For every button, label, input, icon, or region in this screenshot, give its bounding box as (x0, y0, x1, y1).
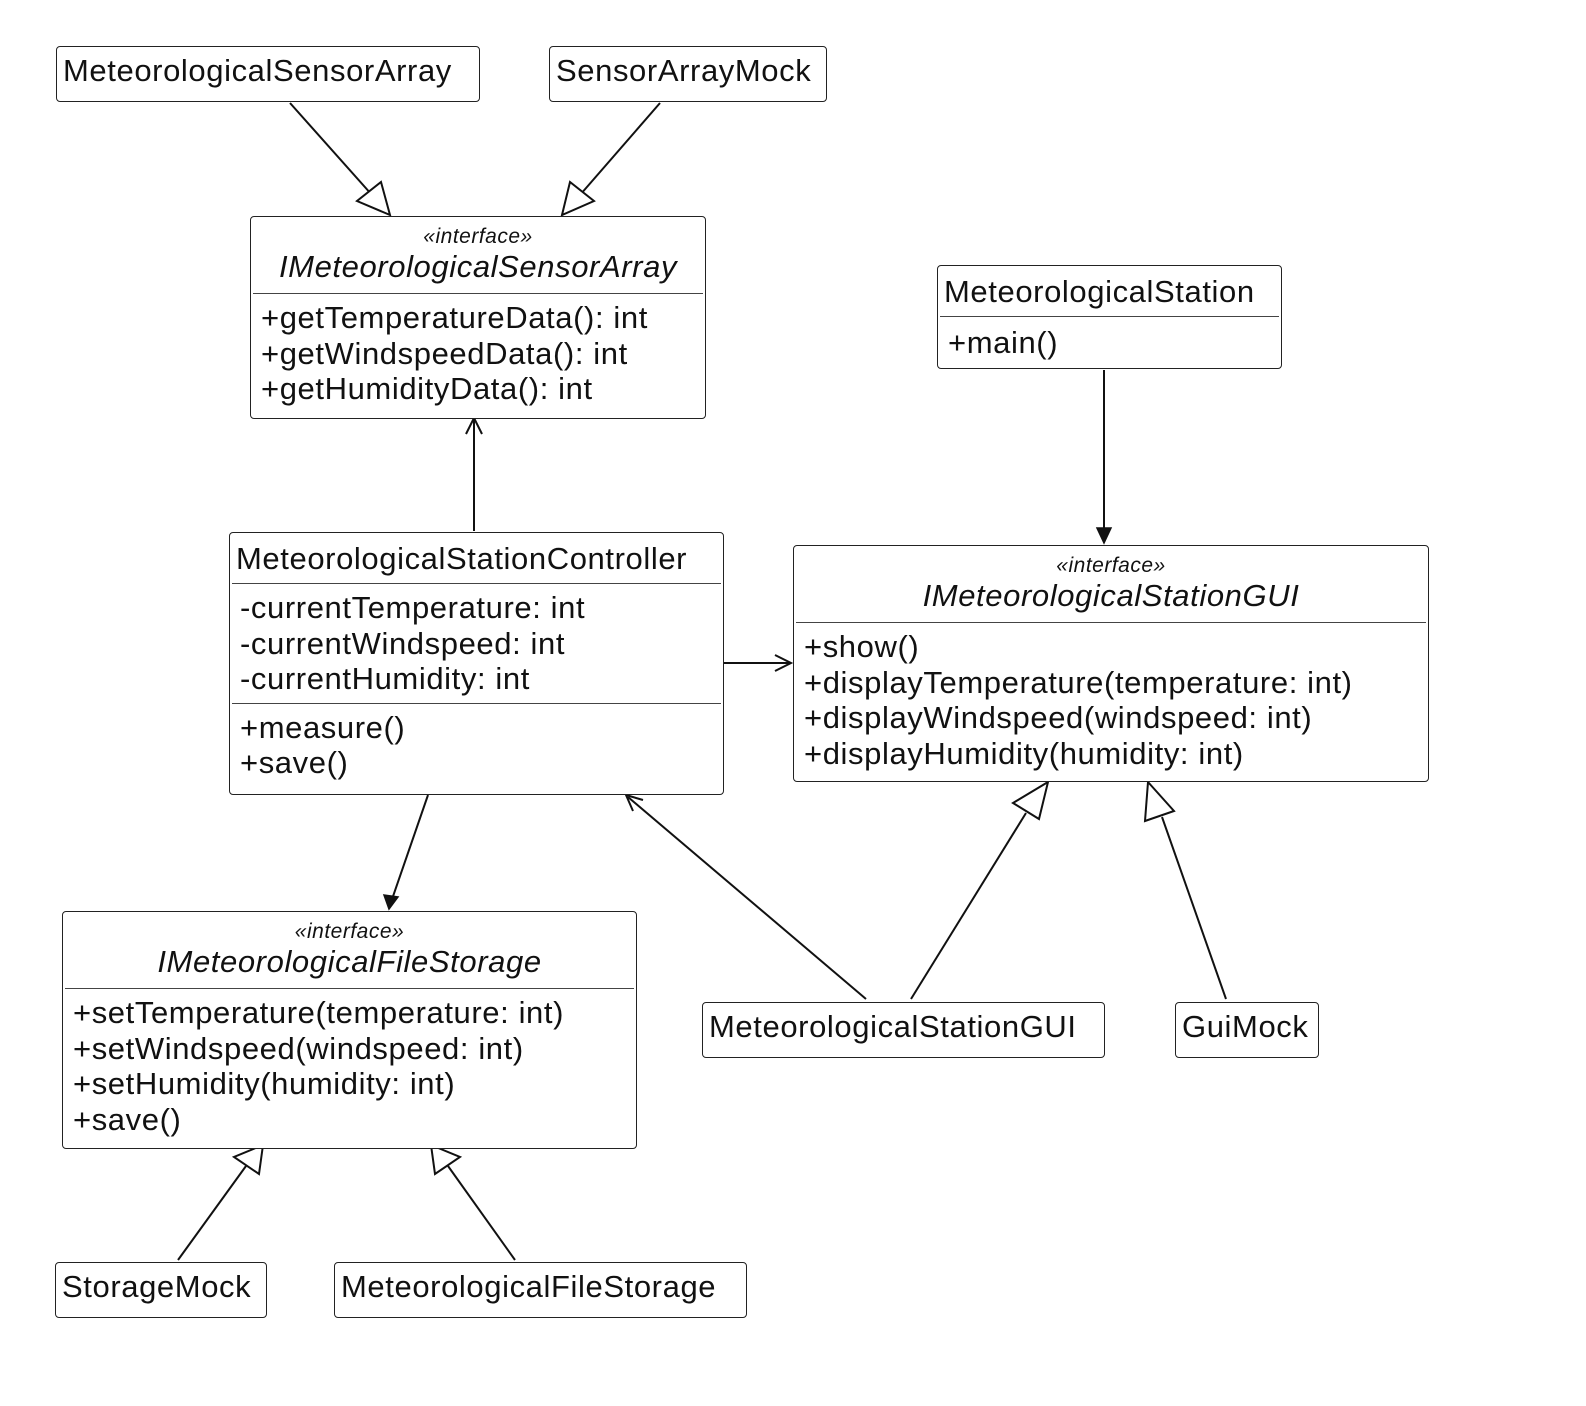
class-meteorological-sensor-array[interactable]: MeteorologicalSensorArray (56, 46, 480, 102)
method: +setWindspeed(windspeed: int) (73, 1030, 524, 1066)
method-list: +show() +displayTemperature(temperature:… (794, 623, 1428, 779)
class-name: MeteorologicalSensorArray (63, 53, 452, 88)
field: -currentHumidity: int (240, 661, 530, 696)
method-list: +getTemperatureData(): int +getWindspeed… (251, 294, 705, 415)
method: +show() (804, 629, 920, 664)
section-divider (796, 622, 1426, 623)
interface-name: IMeteorologicalFileStorage (157, 944, 542, 979)
realization-stationgui-edge (910, 779, 1050, 1000)
method: +measure() (240, 709, 406, 745)
association-gui-controller-edge (624, 793, 867, 1000)
class-name: MeteorologicalFileStorage (341, 1269, 717, 1304)
association-controller-gui-edge (722, 654, 794, 672)
method-list: +setTemperature(temperature: int) +setWi… (63, 989, 636, 1145)
method: +getTemperatureData(): int (261, 300, 648, 335)
interface-name: IMeteorologicalSensorArray (278, 249, 678, 284)
association-station-gui-edge (1095, 370, 1113, 545)
class-name: MeteorologicalStation (944, 274, 1255, 309)
interface-stereotype: «interface» (423, 225, 533, 248)
section-divider (940, 316, 1279, 317)
class-meteorological-station-gui[interactable]: MeteorologicalStationGUI (702, 1002, 1105, 1058)
method: +displayHumidity(humidity: int) (804, 735, 1244, 771)
class-name: MeteorologicalStationGUI (709, 1009, 1077, 1044)
interface-stereotype: «interface» (1056, 554, 1166, 577)
method: +save() (240, 745, 349, 780)
section-divider (232, 702, 721, 704)
field-list: -currentTemperature: int -currentWindspe… (230, 584, 723, 703)
realization-filestorage-edge (429, 1143, 516, 1261)
method: +displayWindspeed(windspeed: int) (804, 700, 1313, 735)
class-storage-mock[interactable]: StorageMock (55, 1262, 267, 1318)
section-divider (65, 988, 634, 989)
class-name: StorageMock (62, 1269, 252, 1304)
section-divider (232, 583, 721, 584)
class-meteorological-station[interactable]: MeteorologicalStation +main() (937, 265, 1282, 369)
section-divider (253, 293, 703, 294)
method: +setHumidity(humidity: int) (73, 1066, 456, 1101)
interface-name: IMeteorologicalStationGUI (922, 578, 1300, 613)
interface-meteorological-sensor-array[interactable]: «interface» IMeteorologicalSensorArray +… (250, 216, 706, 419)
method: +displayTemperature(temperature: int) (804, 664, 1353, 700)
method-list: +measure() +save() (230, 704, 723, 789)
method: +setTemperature(temperature: int) (73, 995, 565, 1030)
method: +getHumidityData(): int (261, 371, 593, 406)
association-controller-storage-edge (382, 794, 429, 911)
realization-storagemock-edge (177, 1143, 265, 1261)
class-name: GuiMock (1182, 1009, 1309, 1044)
field: -currentWindspeed: int (240, 625, 566, 661)
class-sensor-array-mock[interactable]: SensorArrayMock (549, 46, 827, 102)
association-controller-sensorarray-edge (465, 415, 483, 531)
field: -currentTemperature: int (240, 590, 586, 625)
method-list: +main() (938, 317, 1281, 369)
class-name: MeteorologicalStationController (236, 541, 688, 576)
interface-meteorological-station-gui[interactable]: «interface» IMeteorologicalStationGUI +s… (793, 545, 1429, 782)
interface-meteorological-file-storage[interactable]: «interface» IMeteorologicalFileStorage +… (62, 911, 637, 1149)
class-gui-mock[interactable]: GuiMock (1175, 1002, 1319, 1058)
interface-stereotype: «interface» (294, 920, 405, 943)
method: +save() (73, 1101, 182, 1137)
realization-guimock-edge (1143, 779, 1227, 1000)
class-meteorological-station-controller[interactable]: MeteorologicalStationController -current… (229, 532, 724, 795)
class-name: SensorArrayMock (556, 53, 812, 88)
realization-sensorarray-edge (289, 102, 392, 217)
class-meteorological-file-storage[interactable]: MeteorologicalFileStorage (334, 1262, 747, 1318)
method: +main() (948, 325, 1059, 360)
realization-sensormock-edge (560, 102, 661, 217)
method: +getWindspeedData(): int (261, 335, 628, 371)
